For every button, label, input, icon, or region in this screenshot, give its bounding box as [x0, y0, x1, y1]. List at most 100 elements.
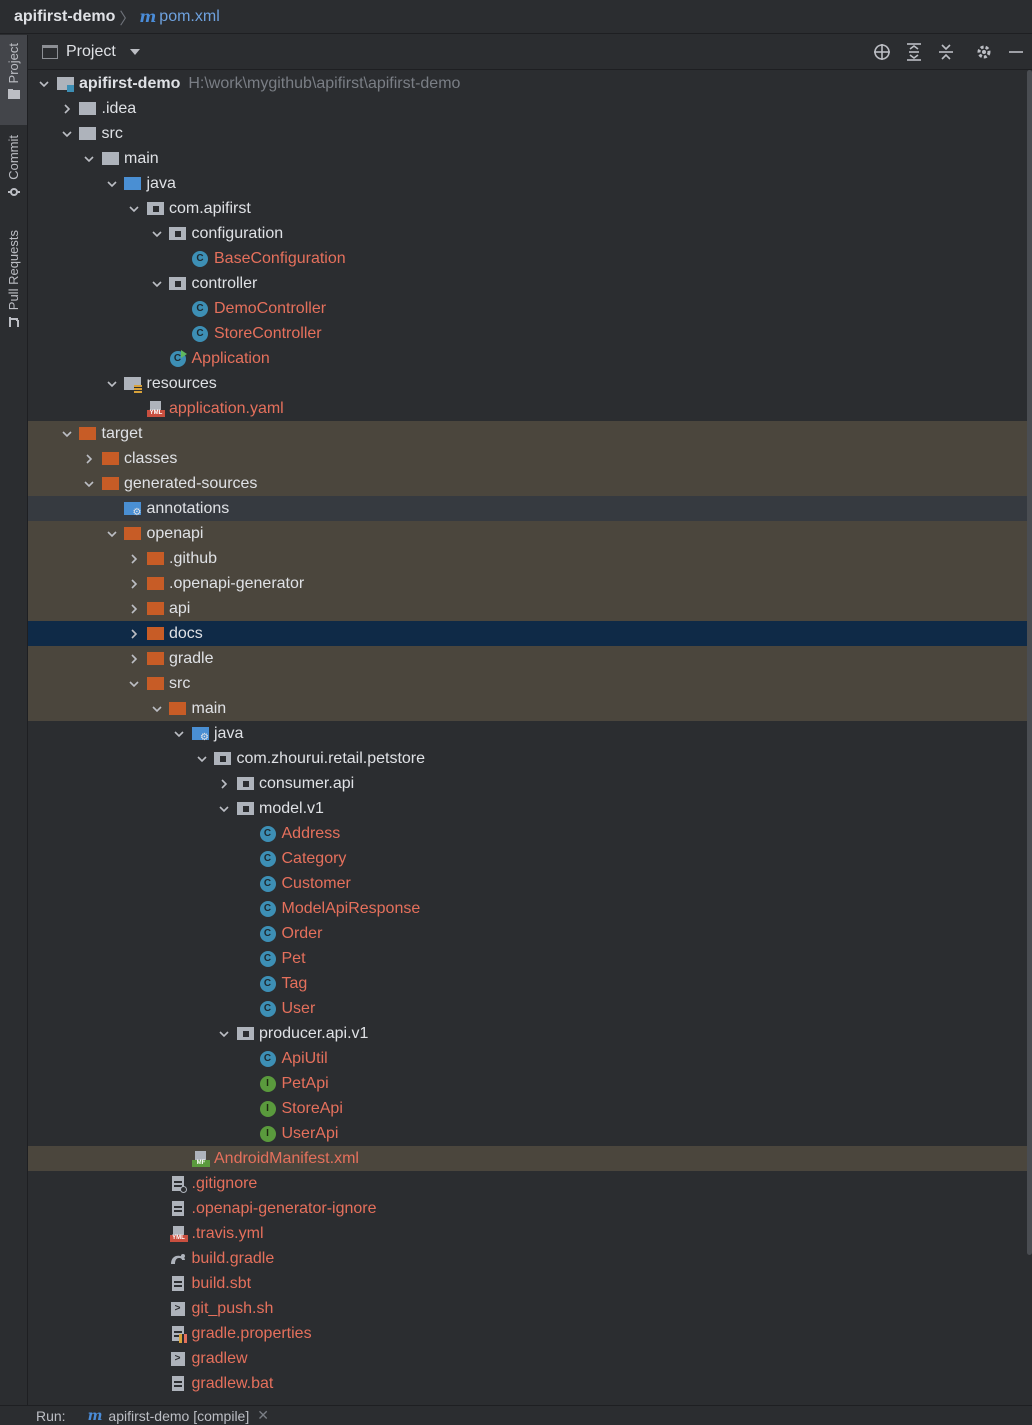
tree-node[interactable]: >git_push.sh: [28, 1296, 1028, 1321]
tree-node[interactable]: com.apifirst: [28, 196, 1028, 221]
chevron-down-icon[interactable]: [104, 526, 120, 542]
tree-node[interactable]: YML.travis.yml: [28, 1221, 1028, 1246]
tree-node[interactable]: consumer.api: [28, 771, 1028, 796]
run-config-tab[interactable]: apifirst-demo [compile]: [108, 1407, 250, 1424]
tree-node-label: main: [124, 149, 159, 167]
tree-node[interactable]: producer.api.v1: [28, 1021, 1028, 1046]
chevron-down-icon[interactable]: [81, 476, 97, 492]
tree-node[interactable]: >gradlew: [28, 1346, 1028, 1371]
chevron-down-icon[interactable]: [59, 126, 75, 142]
tree-node[interactable]: ⚙java: [28, 721, 1028, 746]
class-icon: C: [259, 1050, 277, 1068]
tree-node[interactable]: docs: [28, 621, 1028, 646]
class-icon: C: [191, 250, 209, 268]
close-icon[interactable]: ✕: [257, 1407, 269, 1423]
tree-node[interactable]: classes: [28, 446, 1028, 471]
tree-node[interactable]: gradle: [28, 646, 1028, 671]
chevron-right-icon[interactable]: [126, 651, 142, 667]
collapse-all-icon[interactable]: [930, 35, 962, 69]
tree-node[interactable]: .github: [28, 546, 1028, 571]
chevron-down-icon[interactable]: [149, 226, 165, 242]
tree-node[interactable]: ⚙annotations: [28, 496, 1028, 521]
tool-tab-pull-requests[interactable]: Pull Requests: [0, 230, 27, 340]
chevron-down-icon[interactable]: [36, 76, 52, 92]
tree-node[interactable]: main: [28, 146, 1028, 171]
chevron-right-icon[interactable]: [216, 776, 232, 792]
tree-node[interactable]: resources: [28, 371, 1028, 396]
chevron-down-icon[interactable]: [149, 701, 165, 717]
manifest-file-icon: MF: [191, 1150, 210, 1168]
tree-node[interactable]: src: [28, 671, 1028, 696]
tree-node[interactable]: .gitignore: [28, 1171, 1028, 1196]
chevron-down-icon[interactable]: [126, 201, 142, 217]
chevron-down-icon[interactable]: [104, 376, 120, 392]
chevron-right-icon[interactable]: [126, 551, 142, 567]
locate-icon[interactable]: [866, 35, 898, 69]
chevron-down-icon[interactable]: [216, 801, 232, 817]
chevron-right-icon[interactable]: [126, 576, 142, 592]
tree-node[interactable]: src: [28, 121, 1028, 146]
tool-tab-commit[interactable]: Commit: [0, 133, 27, 213]
tree-node[interactable]: build.gradle: [28, 1246, 1028, 1271]
view-selector[interactable]: Project: [42, 43, 140, 61]
chevron-down-icon[interactable]: [104, 176, 120, 192]
chevron-down-icon[interactable]: [59, 426, 75, 442]
tree-node[interactable]: build.sbt: [28, 1271, 1028, 1296]
tree-node[interactable]: .openapi-generator-ignore: [28, 1196, 1028, 1221]
tree-node[interactable]: .idea: [28, 96, 1028, 121]
breadcrumb-file[interactable]: pom.xml: [159, 7, 220, 25]
chevron-down-icon[interactable]: [149, 276, 165, 292]
tree-node[interactable]: generated-sources: [28, 471, 1028, 496]
chevron-right-icon[interactable]: [126, 626, 142, 642]
tree-node[interactable]: com.zhourui.retail.petstore: [28, 746, 1028, 771]
chevron-down-icon[interactable]: [194, 751, 210, 767]
chevron-down-icon[interactable]: [171, 726, 187, 742]
chevron-right-icon[interactable]: [126, 601, 142, 617]
tree-node[interactable]: model.v1: [28, 796, 1028, 821]
panel-title: Project: [66, 43, 116, 60]
tree-node[interactable]: .openapi-generator: [28, 571, 1028, 596]
chevron-down-icon[interactable]: [216, 1026, 232, 1042]
chevron-down-icon[interactable]: [81, 151, 97, 167]
tree-node-label: Pet: [281, 949, 306, 967]
chevron-right-icon[interactable]: [81, 451, 97, 467]
tree-node[interactable]: target: [28, 421, 1028, 446]
gear-icon[interactable]: [968, 35, 1000, 69]
tool-tab-project[interactable]: Project: [0, 35, 27, 125]
tree-node[interactable]: controller: [28, 271, 1028, 296]
tree-node[interactable]: gradle.properties: [28, 1321, 1028, 1346]
chevron-right-icon[interactable]: [59, 101, 75, 117]
hide-icon[interactable]: [1000, 35, 1032, 69]
tree-node[interactable]: api: [28, 596, 1028, 621]
tree-node[interactable]: java: [28, 171, 1028, 196]
chevron-down-icon[interactable]: [126, 676, 142, 692]
expand-all-icon[interactable]: [898, 35, 930, 69]
tree-node[interactable]: main: [28, 696, 1028, 721]
vertical-scrollbar[interactable]: [1027, 70, 1032, 1255]
tree-node[interactable]: gradlew.bat: [28, 1371, 1028, 1396]
tree-node[interactable]: openapi: [28, 521, 1028, 546]
excluded-folder-icon: [146, 675, 164, 693]
tree-node[interactable]: configuration: [28, 221, 1028, 246]
breadcrumb-separator: 〉: [119, 10, 136, 28]
breadcrumb-project[interactable]: apifirst-demo: [14, 7, 116, 25]
